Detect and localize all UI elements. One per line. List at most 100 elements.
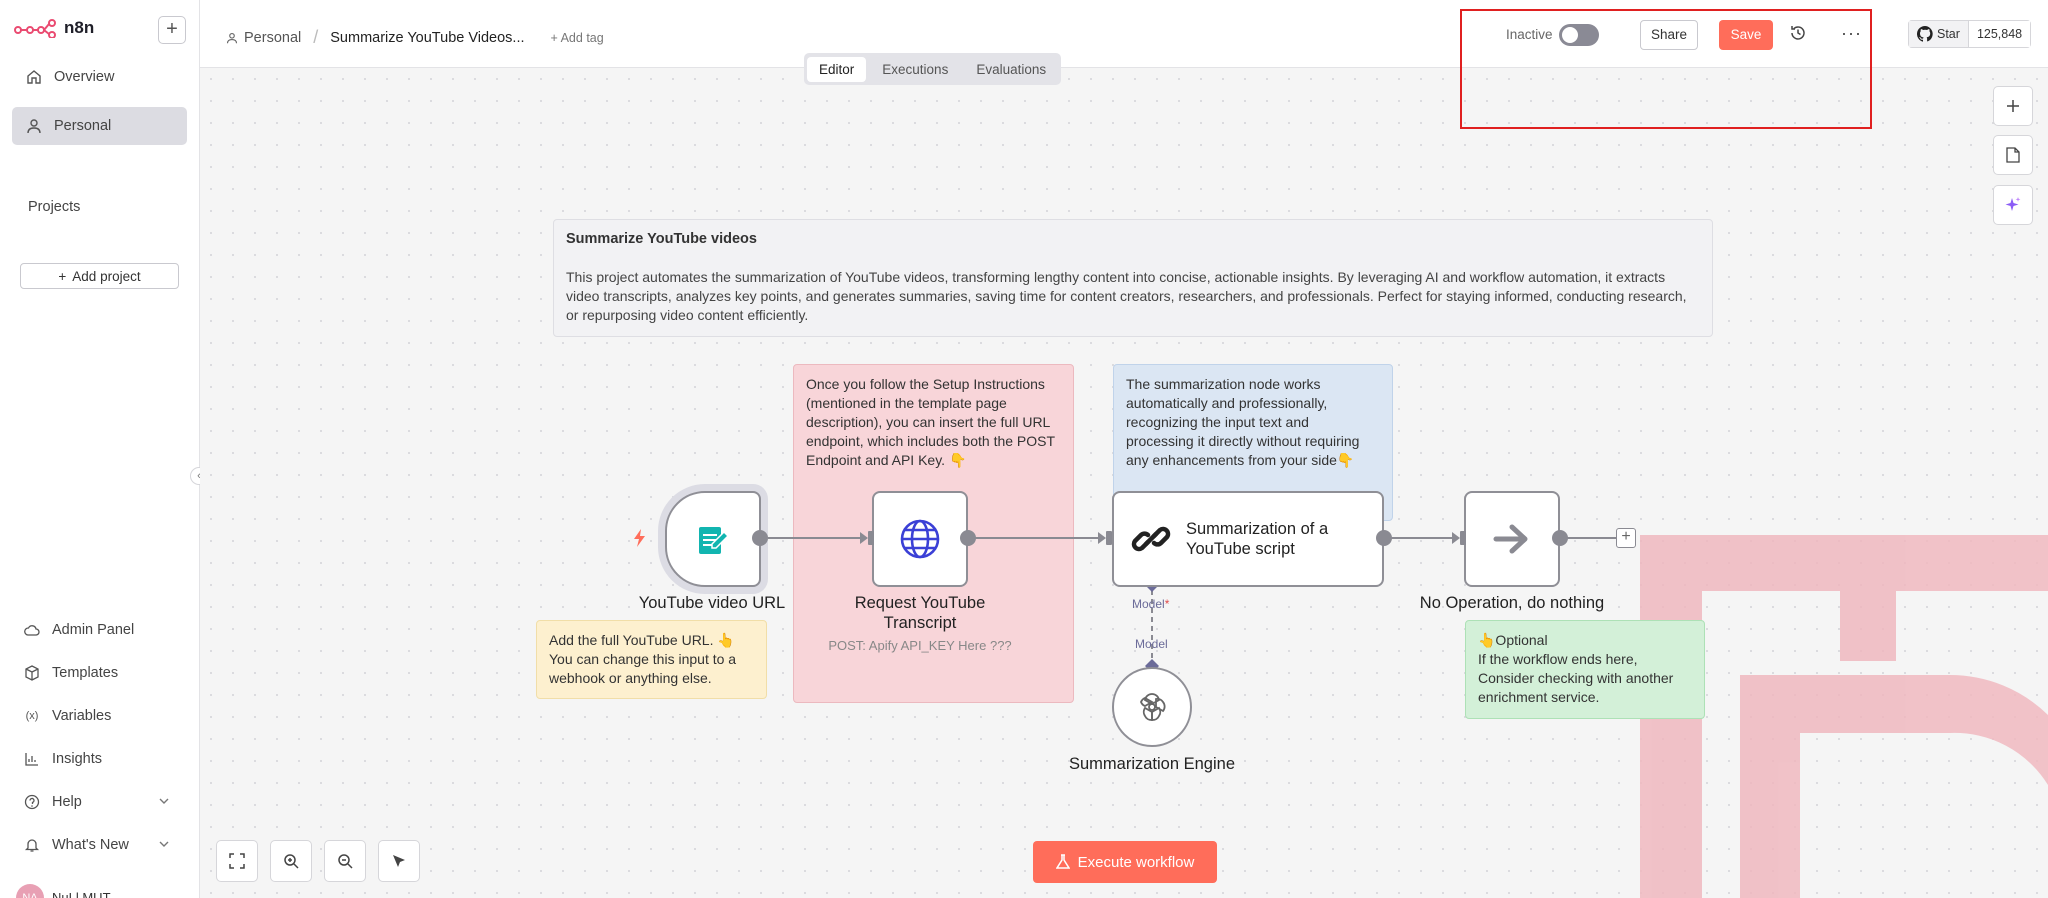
sidebar-item-admin-panel[interactable]: Admin Panel bbox=[10, 614, 180, 646]
workflow-title[interactable]: Summarize YouTube Videos... bbox=[330, 29, 525, 46]
workflow-status-label: Inactive bbox=[1506, 27, 1553, 42]
add-sticky-button[interactable] bbox=[1993, 135, 2033, 175]
output-handle[interactable] bbox=[960, 530, 976, 546]
zoom-in-button[interactable] bbox=[270, 840, 312, 882]
sidebar-item-variables[interactable]: (x) Variables bbox=[10, 700, 180, 732]
github-star-count: 125,848 bbox=[1968, 21, 2031, 47]
required-mark: * bbox=[1164, 597, 1170, 611]
github-star-label: Star bbox=[1937, 27, 1960, 41]
ai-assistant-button[interactable] bbox=[1993, 185, 2033, 225]
variables-icon: (x) bbox=[25, 710, 39, 722]
projects-heading: Projects bbox=[28, 199, 81, 215]
sticky-note-description[interactable]: Summarize YouTube videos This project au… bbox=[553, 219, 1713, 337]
output-handle[interactable] bbox=[752, 530, 768, 546]
sticky-note-optional[interactable]: 👆Optional If the workflow ends here, Con… bbox=[1465, 620, 1705, 719]
sidebar-item-label: Admin Panel bbox=[52, 622, 135, 638]
node-youtube-url-trigger[interactable] bbox=[665, 491, 761, 587]
tab-editor[interactable]: Editor bbox=[807, 56, 867, 82]
node-label: No Operation, do nothing bbox=[1419, 594, 1605, 612]
sticky-note-icon bbox=[2006, 147, 2020, 163]
plus-icon bbox=[2007, 100, 2019, 112]
breadcrumb-separator: / bbox=[313, 27, 319, 47]
node-request-transcript[interactable] bbox=[872, 491, 968, 587]
breadcrumb: Personal / Summarize YouTube Videos... +… bbox=[226, 27, 604, 48]
sticky-note-url-hint[interactable]: Add the full YouTube URL. 👆 You can chan… bbox=[536, 620, 767, 699]
box-icon bbox=[25, 665, 39, 681]
create-button[interactable]: + bbox=[158, 16, 186, 44]
sidebar-item-help[interactable]: Help bbox=[10, 786, 180, 818]
execute-workflow-button[interactable]: Execute workflow bbox=[1033, 841, 1217, 883]
zoom-out-icon bbox=[338, 854, 353, 869]
add-project-button[interactable]: + Add project bbox=[20, 263, 179, 289]
share-button[interactable]: Share bbox=[1640, 20, 1698, 50]
node-label: Summarization of a YouTube script bbox=[1186, 520, 1329, 558]
sidebar-item-personal[interactable]: Personal bbox=[12, 107, 187, 145]
sidebar-item-label: Personal bbox=[54, 118, 112, 134]
output-handle[interactable] bbox=[1552, 530, 1568, 546]
fit-view-button[interactable] bbox=[216, 840, 258, 882]
sticky-note-body: This project automates the summarization… bbox=[566, 269, 1687, 323]
home-icon bbox=[27, 70, 41, 84]
save-button[interactable]: Save bbox=[1719, 20, 1773, 50]
user-name: NuLl MUT bbox=[52, 890, 111, 898]
add-next-node-button[interactable]: + bbox=[1616, 528, 1636, 548]
sidebar-item-overview[interactable]: Overview bbox=[12, 58, 187, 96]
sidebar-item-whats-new[interactable]: What's New bbox=[10, 829, 180, 861]
bell-icon bbox=[24, 839, 40, 852]
openai-icon bbox=[1140, 693, 1166, 721]
chevron-down-icon bbox=[159, 798, 169, 804]
sidebar-item-label: What's New bbox=[52, 837, 129, 853]
node-no-operation[interactable] bbox=[1464, 491, 1560, 587]
sidebar-item-insights[interactable]: Insights bbox=[10, 743, 180, 775]
input-handle[interactable] bbox=[868, 531, 874, 545]
history-icon[interactable] bbox=[1789, 24, 1807, 42]
n8n-logo[interactable]: n8n bbox=[14, 18, 94, 38]
sidebar-item-templates[interactable]: Templates bbox=[10, 657, 180, 689]
tab-executions[interactable]: Executions bbox=[882, 61, 949, 77]
add-node-button[interactable] bbox=[1993, 86, 2033, 126]
github-icon bbox=[1917, 26, 1933, 42]
zoom-out-button[interactable] bbox=[324, 840, 366, 882]
breadcrumb-project[interactable]: Personal bbox=[244, 29, 302, 46]
model-port-label: Model* bbox=[1132, 597, 1169, 611]
input-handle[interactable] bbox=[1460, 531, 1466, 545]
tab-evaluations[interactable]: Evaluations bbox=[976, 61, 1047, 77]
github-stars[interactable]: Star 125,848 bbox=[1908, 20, 2032, 48]
node-summarization-chain[interactable]: Summarization of a YouTube script bbox=[1112, 491, 1384, 587]
help-icon bbox=[24, 794, 40, 810]
user-icon bbox=[27, 119, 41, 134]
tidy-up-button[interactable] bbox=[378, 840, 420, 882]
node-subtitle: POST: Apify API_KEY Here ??? bbox=[828, 638, 1012, 653]
arrow-right-icon bbox=[1493, 524, 1528, 554]
add-tag-button[interactable]: + Add tag bbox=[550, 30, 604, 45]
cloud-icon bbox=[24, 625, 40, 636]
n8n-logo-icon bbox=[14, 19, 56, 38]
fullscreen-icon bbox=[229, 853, 245, 869]
chevron-down-icon bbox=[159, 841, 169, 847]
avatar[interactable]: NA bbox=[16, 884, 44, 898]
sidebar-item-label: Templates bbox=[52, 665, 119, 681]
view-tabs: Editor Executions Evaluations bbox=[804, 53, 1062, 85]
node-label: Summarization Engine bbox=[1069, 755, 1235, 773]
sidebar-item-label: Overview bbox=[54, 69, 115, 85]
top-header: Personal / Summarize YouTube Videos... +… bbox=[200, 0, 2048, 68]
node-label: YouTube video URL bbox=[638, 594, 786, 612]
sparkle-icon bbox=[2005, 197, 2021, 211]
output-handle[interactable] bbox=[1376, 530, 1392, 546]
sticky-note-setup[interactable]: Once you follow the Setup Instructions (… bbox=[793, 364, 1074, 703]
cursor-icon bbox=[393, 855, 405, 867]
input-handle[interactable] bbox=[1106, 531, 1112, 545]
model-port-text: Model bbox=[1132, 597, 1165, 611]
sidebar: n8n + Overview Personal Projects + Add p… bbox=[0, 0, 208, 898]
more-options-button[interactable]: ··· bbox=[1841, 23, 1862, 43]
add-project-label: Add project bbox=[72, 268, 141, 284]
lightning-icon bbox=[634, 529, 645, 547]
form-edit-icon bbox=[699, 527, 730, 554]
app-name: n8n bbox=[64, 18, 95, 37]
sidebar-item-label: Variables bbox=[52, 708, 112, 724]
sidebar-item-label: Help bbox=[52, 794, 82, 810]
sticky-note-title: Summarize YouTube videos bbox=[566, 231, 757, 247]
active-toggle[interactable] bbox=[1559, 24, 1599, 46]
node-summarization-engine[interactable] bbox=[1112, 667, 1192, 747]
